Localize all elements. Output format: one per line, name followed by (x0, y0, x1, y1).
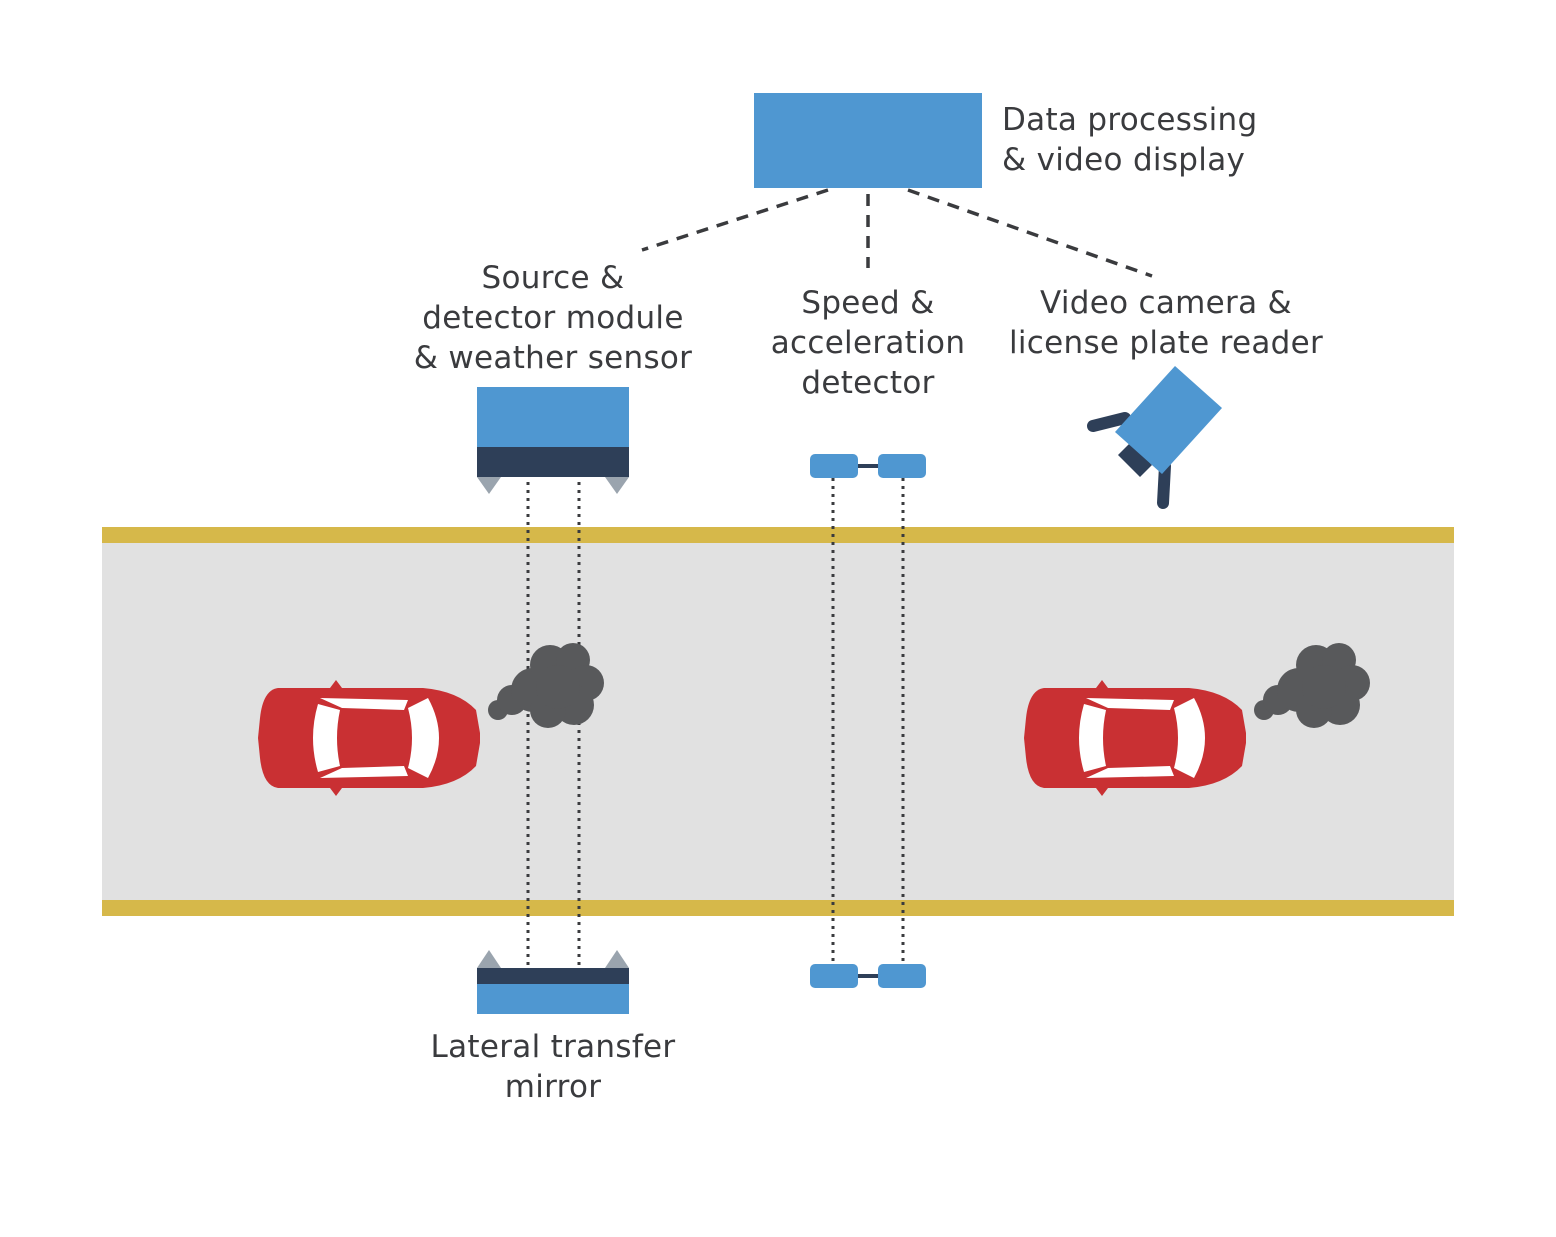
source-detector-module (477, 387, 629, 494)
video-camera-label: Video camera & license plate reader (1008, 285, 1324, 361)
lateral-transfer-mirror (477, 950, 629, 1014)
connection-lines (641, 188, 1153, 278)
road-edge-top (102, 527, 1454, 543)
car-icon (1024, 680, 1246, 796)
source-detector-label: Source & detector module & weather senso… (413, 260, 693, 376)
road-edge-bottom (102, 900, 1454, 916)
data-processing-box (754, 93, 982, 188)
camera-icon (1087, 366, 1222, 509)
data-processing-label: Data processing & video display (1002, 102, 1258, 178)
speed-detector-bottom (810, 964, 926, 988)
car-icon (258, 680, 480, 796)
speed-detector-label: Speed & acceleration detector (770, 285, 966, 401)
speed-detector-top (810, 454, 926, 478)
lateral-mirror-label: Lateral transfer mirror (430, 1029, 676, 1105)
